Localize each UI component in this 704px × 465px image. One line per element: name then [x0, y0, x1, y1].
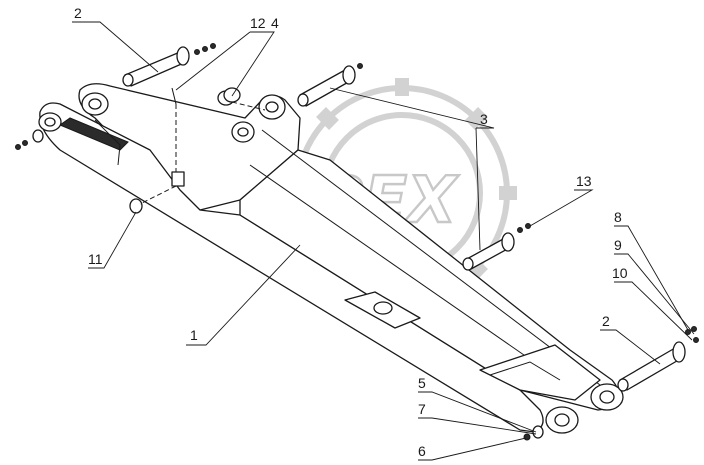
- pin-head: [342, 65, 356, 85]
- boom-reinforcement-hole: [373, 301, 393, 315]
- leader-2a: [72, 21, 159, 73]
- washer-11: [129, 198, 143, 214]
- pin-middle-right: [462, 223, 531, 271]
- boom-left-web: [94, 119, 121, 166]
- boom-arm: [38, 83, 624, 434]
- callout-4: 4: [271, 15, 279, 31]
- bottom-fasteners: [523, 425, 544, 441]
- boom-web-line-2: [249, 164, 561, 381]
- boom-web-line: [261, 129, 601, 386]
- pin-head: [672, 341, 686, 363]
- leader-6: [418, 437, 527, 461]
- pin-nut: [210, 43, 216, 49]
- boom-top-eye-2-hole: [237, 127, 249, 137]
- pin-end: [297, 93, 309, 107]
- pin-washer: [525, 223, 531, 229]
- bushing-rings: [217, 87, 241, 106]
- leader-2b: [600, 329, 661, 365]
- washer: [129, 198, 143, 214]
- callout-12: 12: [250, 15, 266, 31]
- leader-12: [175, 31, 251, 91]
- callout-9: 9: [614, 237, 622, 253]
- boom-left-slot: [58, 117, 129, 151]
- leader-7: [418, 417, 537, 435]
- leader-3b: [475, 127, 481, 251]
- callout-2b: 2: [602, 313, 610, 329]
- bolt: [22, 140, 28, 146]
- leader-8: [614, 225, 689, 331]
- boom-bottom-eye-left-hole: [44, 117, 56, 127]
- callout-13: 13: [576, 173, 592, 189]
- leader-9: [614, 253, 695, 335]
- pin-bolt: [517, 227, 523, 233]
- pin-bolt: [357, 63, 363, 69]
- assembly-line-washer: [139, 185, 177, 205]
- pin-bolt: [194, 49, 200, 55]
- callout-2a: 2: [74, 5, 82, 21]
- pin-bolt: [685, 329, 691, 335]
- callout-7: 7: [418, 401, 426, 417]
- left-fasteners: [15, 129, 44, 150]
- boom-end-eye-right-hole: [599, 390, 615, 404]
- pin-end: [122, 73, 134, 87]
- pin-end: [462, 257, 474, 271]
- leader-11: [88, 211, 137, 269]
- bolt-6: [523, 433, 531, 441]
- boom-end-lug-block: [479, 344, 601, 401]
- boom-lower-plate: [39, 102, 544, 433]
- split-pin: [171, 87, 177, 105]
- assembly-line-bushing: [231, 101, 266, 111]
- leader-4: [231, 31, 275, 97]
- grease-fitting: [171, 171, 185, 187]
- nut: [15, 144, 21, 150]
- boom-top-eye-3-hole: [265, 101, 279, 113]
- leader-10: [614, 281, 693, 341]
- pin-top-left: [122, 43, 216, 87]
- callout-11: 11: [88, 251, 103, 267]
- leader-lines: [72, 21, 695, 461]
- callout-5: 5: [418, 375, 426, 391]
- boom-end-eye-left-hole: [554, 413, 570, 427]
- pin-head: [501, 232, 515, 252]
- callout-6: 6: [418, 443, 426, 459]
- boom-top-eye-1-hole: [88, 98, 102, 110]
- callout-8: 8: [614, 209, 622, 225]
- pin-washer: [691, 326, 697, 332]
- leader-5: [418, 391, 537, 433]
- boom-end-lug-detail: [489, 361, 561, 381]
- pin-nut: [693, 337, 699, 343]
- pin-top-right: [297, 63, 363, 107]
- split-pin-12: [171, 87, 177, 105]
- leader-3a: [329, 87, 495, 129]
- pin-head: [176, 46, 190, 66]
- leader-1: [186, 244, 301, 346]
- pin-washer: [202, 46, 208, 52]
- pin-end: [617, 378, 629, 392]
- bushing-ring-2: [223, 87, 241, 103]
- callout-labels: 2 12 4 3 13 8 9 10 2 1 11 5 7 6: [74, 5, 628, 459]
- washer-5: [532, 425, 544, 439]
- callout-3: 3: [480, 111, 488, 127]
- callout-10: 10: [612, 265, 628, 281]
- callout-1: 1: [190, 327, 198, 343]
- leader-13: [529, 189, 594, 227]
- washer: [32, 129, 44, 143]
- pin-bottom-right: [617, 326, 699, 392]
